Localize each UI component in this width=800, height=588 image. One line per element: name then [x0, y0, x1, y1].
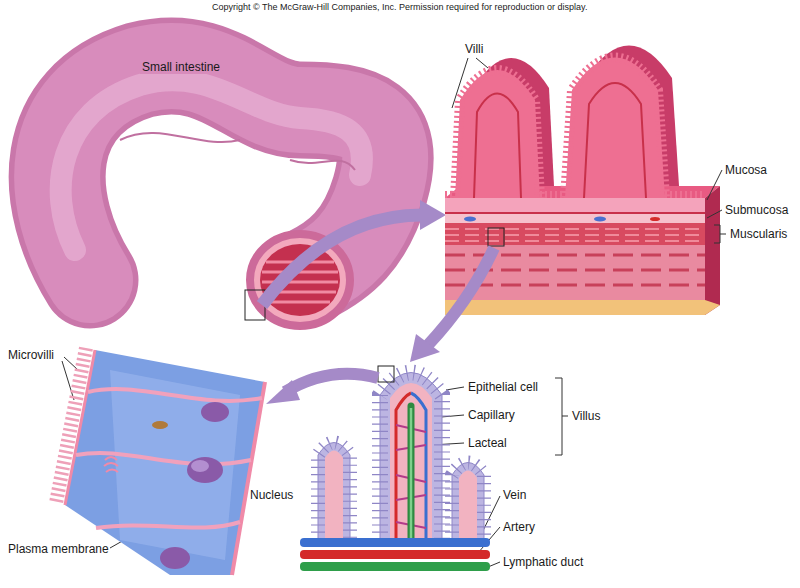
intestinal-wall-block [445, 198, 705, 213]
intestinal-wall-block [650, 217, 660, 221]
intestinal-wall-block [445, 212, 705, 214]
villus-detail [300, 550, 490, 559]
intestine-cross-section [245, 234, 350, 326]
leader-lines [555, 378, 568, 455]
epithelial-cells [56, 348, 265, 575]
epithelial-cells [65, 350, 95, 505]
part-label: Capillary [468, 408, 515, 422]
villus-detail [318, 443, 350, 541]
layer-label: Submucosa [725, 203, 788, 217]
leader-lines [452, 58, 488, 108]
intestinal-wall-block [474, 94, 521, 199]
villus-detail [378, 366, 394, 382]
villus-detail [300, 366, 490, 571]
leader-lines [707, 210, 722, 218]
organ-label: Small intestine [140, 60, 222, 74]
small-intestine-tube [61, 80, 362, 250]
epithelial-cells [65, 350, 265, 575]
bracket-label: Villus [572, 409, 600, 423]
villus-detail [459, 471, 477, 541]
intestinal-wall-block [445, 300, 720, 315]
intestinal-wall-block [594, 217, 606, 222]
vessel-label: Artery [503, 520, 535, 534]
zoom-arrow [262, 200, 446, 305]
leader-lines [62, 58, 726, 567]
villus-detail [380, 373, 442, 541]
epithelial-cells [160, 547, 190, 569]
villus-detail [380, 373, 442, 541]
part-label: Villi [465, 42, 483, 56]
part-label: Microvilli [8, 348, 54, 362]
leader-lines [62, 357, 78, 400]
zoom-arrow [262, 215, 422, 305]
epithelial-cells [76, 453, 251, 464]
part-label: Plasma membrane [8, 542, 109, 556]
intestinal-wall-block [445, 214, 705, 223]
epithelial-cells [104, 457, 118, 472]
villus-detail [410, 408, 413, 540]
zoom-arrow [266, 374, 378, 404]
villus-detail [396, 393, 411, 540]
epithelial-cells [110, 370, 240, 560]
villus-detail [411, 393, 426, 540]
villus-detail [300, 562, 490, 571]
zoom-arrow [420, 200, 446, 230]
zoom-arrow [266, 380, 300, 404]
intestinal-wall-block [705, 186, 720, 315]
intestinal-wall-block [565, 58, 665, 199]
villus-detail [452, 463, 484, 541]
leader-lines [707, 170, 722, 200]
zoom-arrow [428, 248, 494, 345]
zoom-arrow [410, 248, 494, 362]
epithelial-cells [152, 421, 168, 429]
copyright-notice: Copyright © The McGraw-Hill Companies, I… [212, 2, 587, 13]
epithelial-cells [191, 460, 209, 472]
leader-lines [714, 225, 726, 243]
intestinal-wall-block [455, 70, 540, 198]
layer-label: Muscularis [730, 227, 787, 241]
villus-detail [452, 463, 484, 541]
intestinal-wall-block [445, 229, 705, 241]
zoom-arrow [410, 334, 440, 362]
epithelial-cells [96, 522, 240, 528]
small-intestine-tube [120, 133, 355, 170]
villus-detail [300, 538, 490, 547]
villus-detail [390, 383, 432, 540]
vessel-label: Vein [503, 488, 526, 502]
intestinal-wall-block [445, 223, 705, 245]
villus-detail [408, 406, 415, 540]
part-label: Epithelial cell [468, 380, 538, 394]
zoom-arrow [285, 374, 378, 392]
intestinal-wall-block [464, 217, 476, 222]
intestinal-wall-block [488, 228, 504, 246]
villus-detail [318, 443, 350, 541]
epithelial-cells [201, 402, 229, 422]
part-label: Lacteal [468, 436, 507, 450]
epithelial-cells [232, 382, 265, 575]
layer-label: Mucosa [725, 163, 767, 177]
intestinal-wall-block [455, 70, 540, 198]
part-label: Nucleus [250, 488, 293, 502]
intestinal-wall-block [565, 58, 665, 199]
intestinal-wall-block [584, 83, 646, 198]
vessel-label: Lymphatic duct [503, 555, 583, 569]
epithelial-cells [88, 389, 262, 401]
leader-lines [446, 387, 464, 390]
epithelial-cells [187, 457, 223, 483]
villus-detail [325, 451, 343, 541]
